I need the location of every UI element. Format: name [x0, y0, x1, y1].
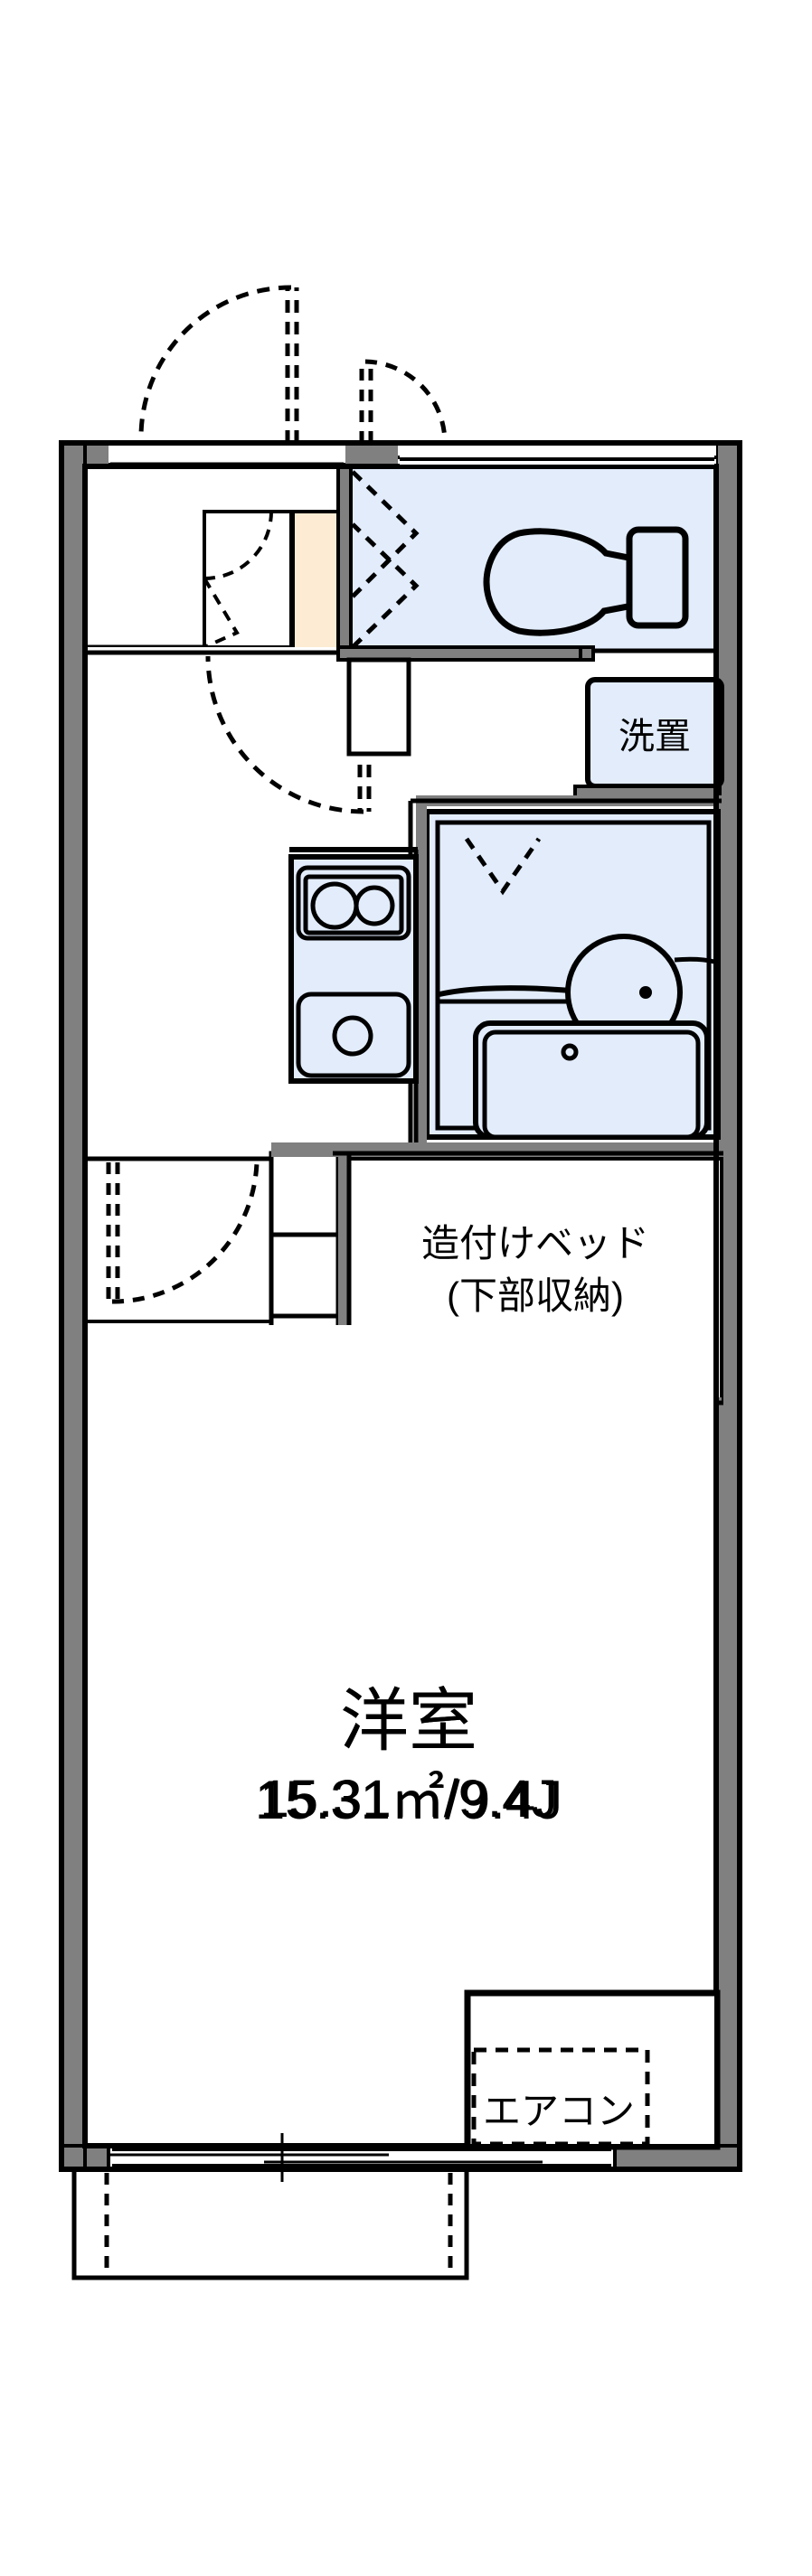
- aircon-dash: [471, 2047, 650, 2147]
- bathtub-inner: [482, 1029, 701, 1140]
- main-room: 洋室 15.31㎡/9.4J: [85, 1325, 716, 2146]
- basin-faucet: [674, 956, 715, 964]
- wall-closet-top: [271, 1142, 340, 1157]
- aircon-label-2: エアコン: [483, 2090, 635, 2132]
- toilet-fixture: [483, 526, 689, 636]
- hallway-door-arc: [205, 655, 364, 814]
- main-room-label-top: 洋室: [340, 1683, 477, 1760]
- wall-left: [60, 441, 87, 2171]
- aircon-alcove-top: エアコン: [466, 1991, 714, 2147]
- win-arc: [364, 359, 448, 442]
- gas-stove-2-burner: [296, 865, 411, 941]
- window-cut: [400, 447, 714, 465]
- shoe-box-body: [203, 510, 293, 649]
- wall-entry-toilet: [336, 465, 353, 653]
- closet: [83, 1157, 273, 1323]
- entrance-window-swing[interactable]: [359, 359, 448, 443]
- main-room-area-label-top: 15.31㎡/9.4J: [260, 1770, 558, 1829]
- toilet-tank: [626, 526, 689, 629]
- bath-door-fold: [464, 837, 542, 896]
- entrance-door[interactable]: [138, 285, 299, 445]
- toilet-door-fold-1: [351, 470, 420, 598]
- toilet-door-fold-2: [351, 522, 420, 649]
- burner-left: [310, 881, 359, 930]
- unit-bath-fixtures: [439, 934, 715, 1140]
- bathtub-drain: [561, 1043, 579, 1061]
- closet-floor: [83, 1157, 273, 1323]
- shell-outer: [59, 440, 742, 2172]
- builtin-bed-label-line2: (下部収納): [447, 1274, 624, 1317]
- shell-inner: [82, 464, 719, 2148]
- unit-bath-door[interactable]: [464, 837, 542, 896]
- closet-folding-door[interactable]: [87, 1156, 271, 1304]
- balcony-wall-stub: [60, 2144, 87, 2171]
- burner-right: [354, 885, 395, 926]
- shell-outline: [59, 440, 742, 2172]
- entry-cut: [110, 447, 344, 465]
- washer-space: 洗置: [585, 677, 724, 789]
- pipe-shaft: [346, 657, 411, 757]
- toilet-bowl: [483, 528, 637, 636]
- builtin-bed-label-line1: 造付けベッド: [421, 1222, 649, 1264]
- entrance-door-arc: [138, 285, 292, 440]
- pipe-shaft-box: [346, 657, 411, 757]
- toilet-door[interactable]: [351, 470, 420, 649]
- shoe-box[interactable]: [203, 510, 293, 649]
- main-room-text: 洋室 15.31㎡/9.4J: [260, 1683, 558, 1829]
- shell-openings: [110, 447, 714, 2182]
- wall-corner-bl: [60, 2144, 87, 2171]
- closet-swing: [106, 1161, 260, 1304]
- main-room-area-label: 15.31㎡/9.4J: [255, 1770, 562, 1830]
- washer-label: 洗置: [618, 717, 691, 757]
- sink-drain: [332, 1015, 373, 1057]
- shoe-box-door-swing: [203, 510, 273, 649]
- balcony: [71, 2169, 469, 2280]
- aircon-fill: [468, 1994, 714, 2144]
- kitchen-sink: [296, 992, 411, 1078]
- partitions: [336, 465, 353, 653]
- main-room-label: 洋室: [340, 1683, 477, 1760]
- closet-arc: [111, 1161, 260, 1304]
- basin-drain: [639, 986, 652, 999]
- wall-node-1: [579, 645, 595, 662]
